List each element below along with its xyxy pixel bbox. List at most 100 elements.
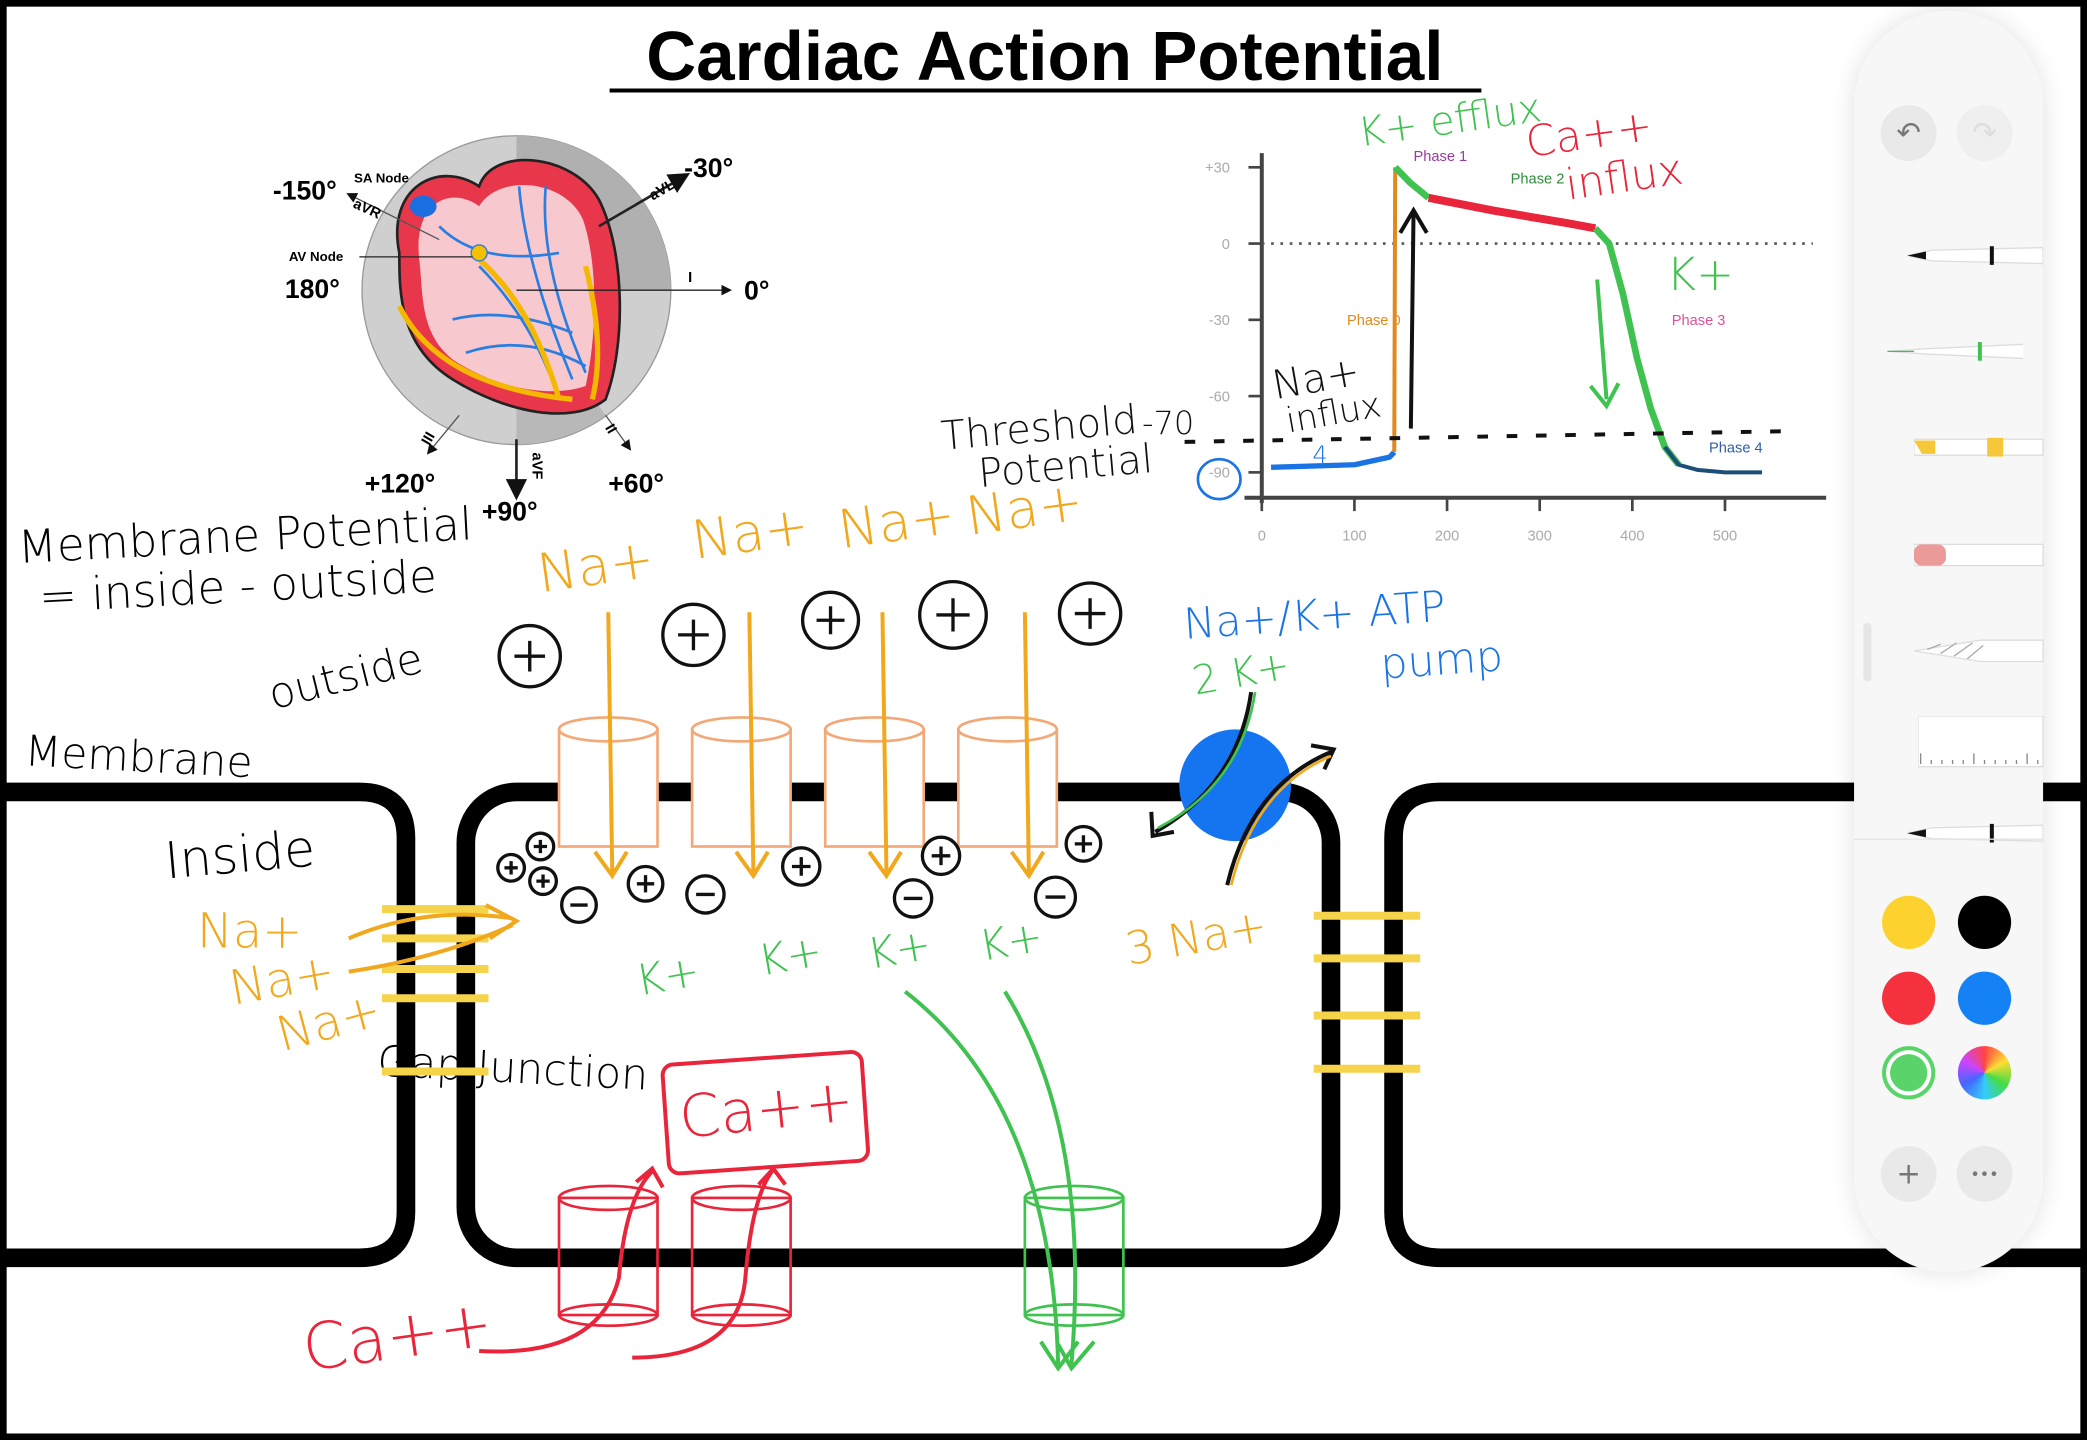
ruler-tool[interactable]: [1917, 716, 2054, 769]
phase-2-line: [1427, 193, 1597, 233]
k-label: K+: [755, 926, 826, 986]
color-picker[interactable]: [1957, 1046, 2012, 1100]
up-arrow: [1398, 206, 1429, 429]
plus-sign: [504, 861, 518, 875]
right-cell-membrane: [1384, 782, 2087, 1268]
plus-icon: +: [1896, 1157, 1921, 1191]
x-tick-label: 400: [1620, 528, 1644, 544]
phase-4-line: [1663, 445, 1763, 475]
two-k-label: 2 K+: [1189, 642, 1293, 704]
k-label: K+: [864, 920, 935, 980]
redo-icon: ↷: [1972, 116, 1997, 150]
plus-sign: [514, 640, 546, 672]
membrane-label: Membrane: [23, 726, 254, 788]
redo-button[interactable]: ↷: [1956, 105, 2013, 162]
angle-label: -150°: [273, 176, 337, 206]
highlighter-tool[interactable]: [1913, 434, 2050, 461]
phase4-mark: 4: [1312, 441, 1327, 469]
sodium-channel: [557, 728, 659, 848]
color-yellow[interactable]: [1882, 895, 1936, 950]
lead-label: aVR: [351, 196, 384, 223]
y-tick-label: -60: [1209, 389, 1230, 405]
x-tick-label: 100: [1342, 528, 1366, 544]
sa-node-label: SA Node: [354, 170, 409, 185]
pen-tool[interactable]: [1907, 242, 2044, 269]
chart-annotations: K+ efflux Ca++ influx K+ Na+ influx 4 Th…: [939, 85, 1784, 501]
plus-sign: [816, 606, 845, 635]
x-tick-label: 500: [1713, 528, 1737, 544]
calcium-channel: [690, 1196, 792, 1317]
heart-diagram: -150° -30° 180° 0° +120° +90° +60° aVR a…: [273, 135, 769, 526]
sodium-channel: [690, 728, 792, 848]
lead-label: III: [419, 430, 439, 449]
na-label: Na+: [834, 484, 959, 562]
add-button[interactable]: +: [1880, 1145, 1937, 1202]
channel-top: [823, 716, 926, 743]
angle-label: -30°: [684, 153, 733, 183]
eraser-tool[interactable]: [1913, 540, 2050, 567]
threshold-line: [1184, 429, 1784, 444]
color-black[interactable]: [1957, 895, 2012, 950]
sodium-channel: [823, 728, 926, 848]
x-tick-label: 200: [1435, 528, 1459, 544]
ca-box-label: Ca++: [676, 1066, 857, 1152]
gap-junction-right: [1313, 911, 1421, 1073]
na-label: Na+: [534, 527, 659, 605]
left-cell-membrane: [0, 782, 416, 1268]
more-button[interactable]: •••: [1956, 1145, 2013, 1202]
drag-handle[interactable]: [1863, 622, 1872, 682]
channel-bottom: [690, 1303, 792, 1328]
y-tick-label: -30: [1209, 313, 1230, 329]
lead-label: I: [688, 270, 692, 286]
potassium-channel: [1023, 1196, 1125, 1317]
pump-label: pump: [1379, 631, 1505, 689]
y-tick-label: +30: [1205, 161, 1230, 177]
k-efflux-note: K+ efflux: [1355, 85, 1544, 156]
k-note: K+: [1666, 248, 1734, 301]
three-na-label: 3 Na+: [1121, 899, 1271, 976]
calcium-channels: Ca++ Ca++: [298, 1050, 870, 1387]
color-green-selected[interactable]: [1882, 1046, 1936, 1100]
undo-icon: ↶: [1896, 116, 1921, 150]
pencil-tool[interactable]: [1907, 820, 2044, 847]
ca-bottom-label: Ca++: [298, 1287, 497, 1387]
angle-label: +120°: [365, 468, 436, 498]
middle-cell-membrane: [456, 782, 1341, 1268]
circle-annotation: [1196, 457, 1242, 501]
down-arrow: [1588, 279, 1621, 410]
channel-bottom: [557, 1303, 659, 1328]
na-k-pump: Na+/K+ ATP pump 2 K+ 3 Na+: [1121, 582, 1504, 976]
na-influx-arrow: [593, 612, 629, 880]
plus-sign: [1074, 835, 1093, 853]
ions: [496, 579, 1123, 925]
outside-label: outside: [263, 634, 427, 720]
markup-toolbar: ↶ ↷ + •••: [1854, 10, 2044, 1273]
lasso-tool[interactable]: [1913, 636, 2050, 663]
phase-label: Phase 3: [1672, 313, 1726, 329]
lead-label: II: [601, 422, 619, 437]
x-tick-label: 300: [1527, 528, 1551, 544]
lead-label: aVL: [647, 177, 678, 204]
av-node-label: AV Node: [289, 249, 343, 264]
ca-box: [660, 1050, 870, 1176]
color-red[interactable]: [1882, 971, 1936, 1025]
sodium-channel: [956, 728, 1059, 848]
channel-top: [1023, 1184, 1125, 1212]
monoline-tool[interactable]: [1887, 338, 2024, 365]
undo-button[interactable]: ↶: [1880, 105, 1937, 162]
phase-label: Phase 1: [1414, 149, 1468, 165]
phase-4-resting-line: [1270, 450, 1397, 470]
color-blue[interactable]: [1957, 971, 2012, 1025]
na-label: Na+: [197, 905, 302, 960]
k-label: K+: [632, 946, 703, 1006]
plus-sign: [636, 875, 655, 893]
angle-label: +90°: [482, 496, 538, 526]
phase-label: Phase 0: [1347, 313, 1401, 329]
na-influx-arrow: [1009, 612, 1046, 880]
na-label: Na+: [688, 494, 813, 572]
divider: [1854, 838, 2044, 840]
channel-bottom: [1023, 1303, 1125, 1328]
plus-sign: [1074, 598, 1106, 629]
na-influx-arrow: [867, 612, 903, 880]
